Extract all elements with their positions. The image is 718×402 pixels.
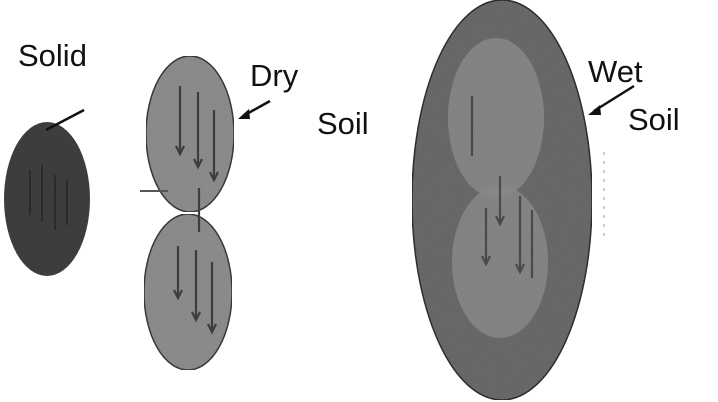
dry-label: Dry: [250, 60, 298, 91]
dry-particle-bottom: [144, 214, 232, 370]
solid-pointer-line: [46, 110, 84, 130]
dry-soil-particles: [140, 56, 234, 370]
solid-particle: [4, 122, 90, 276]
dry-particle-top: [146, 56, 234, 212]
wet-pointer-arrowhead: [588, 105, 601, 115]
dry-pointer-arrowhead: [238, 109, 250, 119]
solid-label: Solid: [18, 40, 87, 71]
wet-inner-particle-top: [448, 38, 544, 198]
dry-soil-label: Soil: [317, 108, 369, 139]
wet-soil-particle: [412, 0, 604, 400]
wet-label: Wet: [588, 56, 643, 87]
wet-soil-label: Soil: [628, 104, 680, 135]
